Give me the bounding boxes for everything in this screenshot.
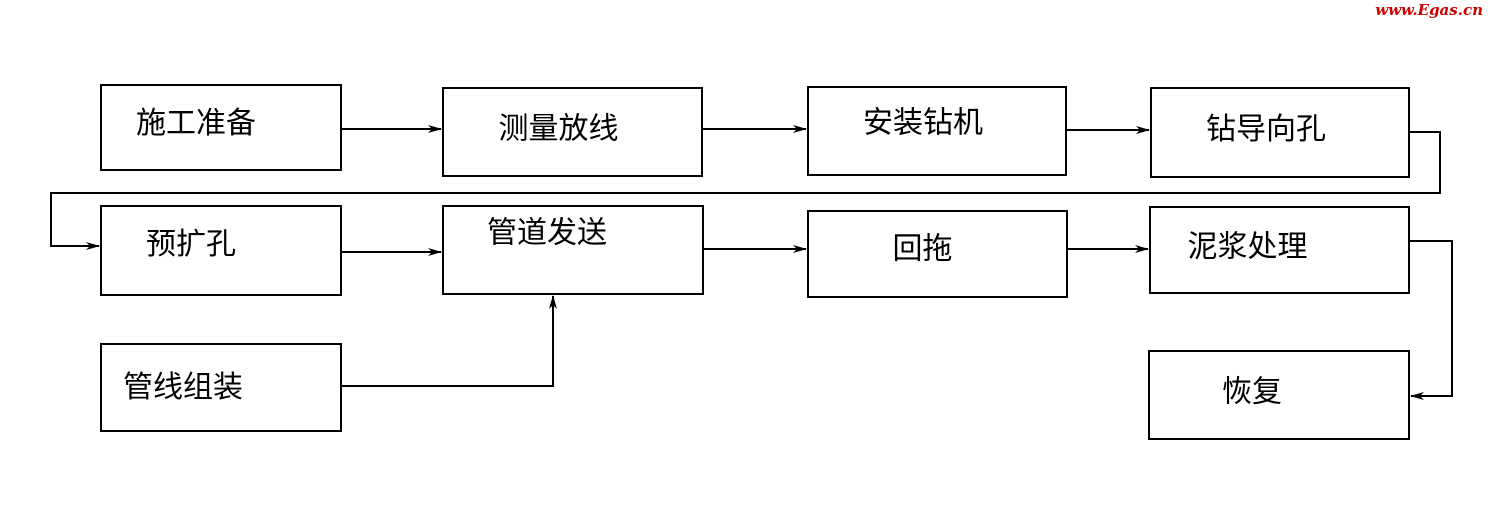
flow-node-pilot: 钻导向孔 [1150,87,1410,178]
flow-node-restore: 恢复 [1148,350,1410,440]
flow-node-ream: 预扩孔 [100,205,342,296]
flow-node-box [807,86,1067,176]
flow-node-assemble: 管线组装 [100,343,342,432]
flow-node-label: 测量放线 [499,112,619,147]
flow-node-box [1148,350,1410,440]
flow-node-box [807,210,1068,298]
flow-node-label: 管线组装 [123,370,243,405]
flow-node-label: 泥浆处理 [1188,230,1308,265]
flow-node-label: 钻导向孔 [1206,112,1326,147]
flow-node-label: 回拖 [893,232,953,267]
flow-node-pullback: 回拖 [807,210,1068,298]
flow-node-label: 恢复 [1222,375,1282,410]
connector-layer [50,125,1453,400]
flow-node-box [442,87,703,177]
flow-node-deliver: 管道发送 [442,205,704,295]
flow-node-install: 安装钻机 [807,86,1067,176]
flow-node-prep: 施工准备 [100,84,342,171]
flow-node-box [100,205,342,296]
flow-node-label: 管道发送 [487,216,607,251]
flow-node-box [1149,206,1410,294]
watermark-text: www.Egas.cn [1375,1,1483,19]
flow-node-label: 安装钻机 [863,106,983,141]
flow-node-box [1150,87,1410,178]
flow-node-label: 预扩孔 [146,227,236,262]
connector-pilot-to-ream [50,131,1441,250]
flow-node-box [100,84,342,171]
flow-node-label: 施工准备 [136,106,256,141]
connector-assemble-to-deliver [341,295,557,387]
flow-node-mud: 泥浆处理 [1149,206,1410,294]
flow-node-survey: 测量放线 [442,87,703,177]
flow-node-box [442,205,704,295]
flow-node-box [100,343,342,432]
connector-mud-to-restore [1409,240,1453,400]
